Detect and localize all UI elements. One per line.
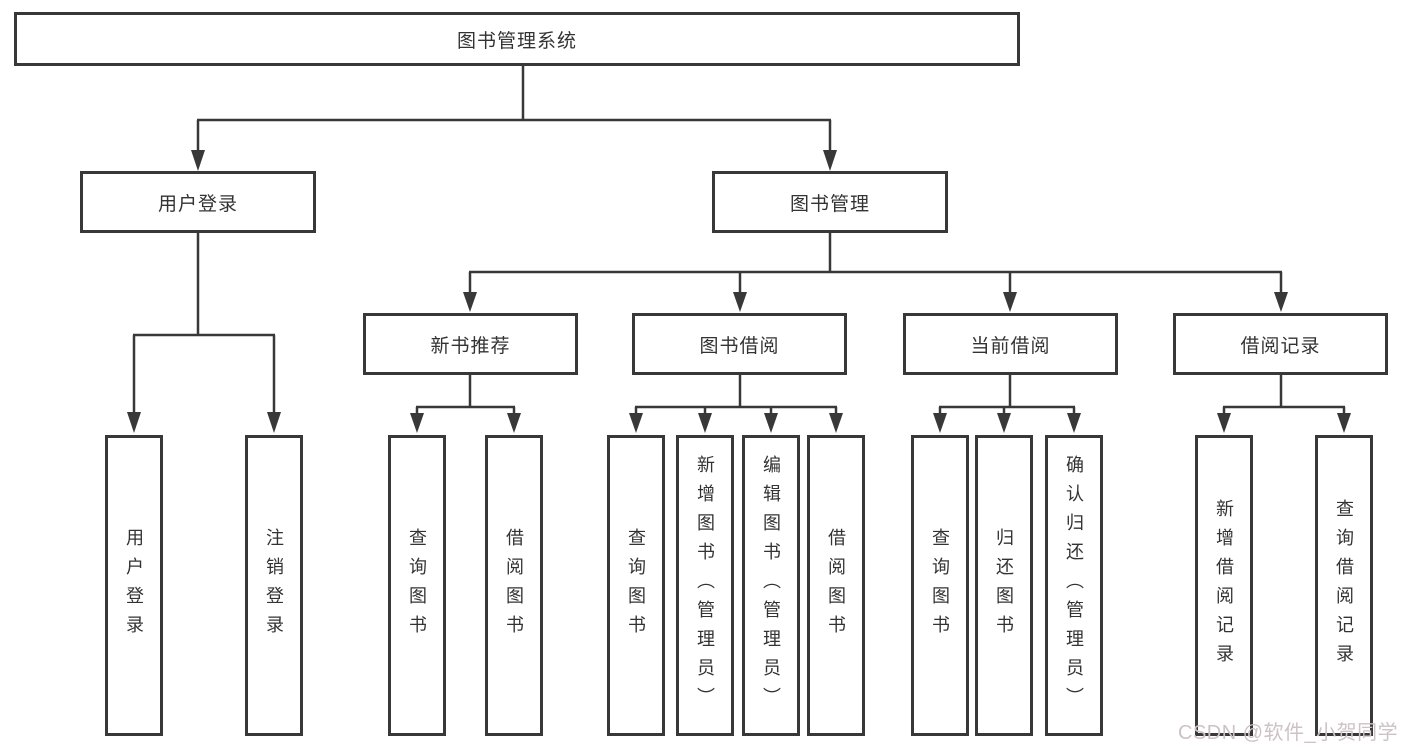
leaf-label: 新增图书（管理员）: [695, 455, 715, 716]
node-label: 图书管理系统: [456, 30, 577, 52]
leaf-add-borrow-record: 新增借阅记录: [1195, 435, 1253, 736]
node-label: 当前借阅: [970, 335, 1051, 357]
leaf-label: 查询图书: [407, 527, 427, 644]
leaf-label: 确认归还（管理员）: [1064, 455, 1084, 716]
leaf-label: 借阅图书: [826, 527, 846, 644]
leaf-add-books-admin: 新增图书（管理员）: [676, 435, 734, 736]
leaf-query-books-current: 查询图书: [911, 435, 969, 736]
leaf-label: 新增借阅记录: [1214, 498, 1234, 673]
node-new-book-recommendation: 新书推荐: [363, 313, 578, 375]
leaf-label: 用户登录: [124, 527, 144, 644]
leaf-edit-books-admin: 编辑图书（管理员）: [742, 435, 800, 736]
node-label: 图书管理: [789, 193, 870, 215]
node-label: 用户登录: [157, 193, 238, 215]
leaf-confirm-return-admin: 确认归还（管理员）: [1045, 435, 1103, 736]
leaf-label: 查询图书: [930, 527, 950, 644]
node-label: 图书借阅: [699, 335, 780, 357]
csdn-watermark: CSDN @软件_小贺同学: [1178, 722, 1399, 744]
node-label: 借阅记录: [1240, 335, 1321, 357]
node-book-management-group: 图书管理: [712, 171, 948, 233]
leaf-label: 查询借阅记录: [1334, 498, 1354, 673]
leaf-logout: 注销登录: [245, 435, 303, 736]
leaf-query-borrow-record: 查询借阅记录: [1315, 435, 1373, 736]
leaf-label: 编辑图书（管理员）: [761, 455, 781, 716]
node-current-borrowing: 当前借阅: [903, 313, 1118, 375]
leaf-user-login: 用户登录: [105, 435, 163, 736]
leaf-label: 归还图书: [994, 527, 1014, 644]
node-label: 新书推荐: [430, 335, 511, 357]
leaf-borrow-books-borrowing: 借阅图书: [807, 435, 865, 736]
leaf-label: 借阅图书: [504, 527, 524, 644]
node-borrowing-records: 借阅记录: [1173, 313, 1388, 375]
node-user-login-group: 用户登录: [80, 171, 316, 233]
leaf-query-books-newbook: 查询图书: [388, 435, 446, 736]
leaf-query-books-borrowing: 查询图书: [607, 435, 665, 736]
node-book-borrowing: 图书借阅: [632, 313, 847, 375]
leaf-label: 注销登录: [264, 527, 284, 644]
arrowheads: [127, 150, 1351, 433]
leaf-return-books: 归还图书: [975, 435, 1033, 736]
leaf-label: 查询图书: [626, 527, 646, 644]
leaf-borrow-books-newbook: 借阅图书: [485, 435, 543, 736]
node-book-management-system: 图书管理系统: [14, 12, 1020, 66]
